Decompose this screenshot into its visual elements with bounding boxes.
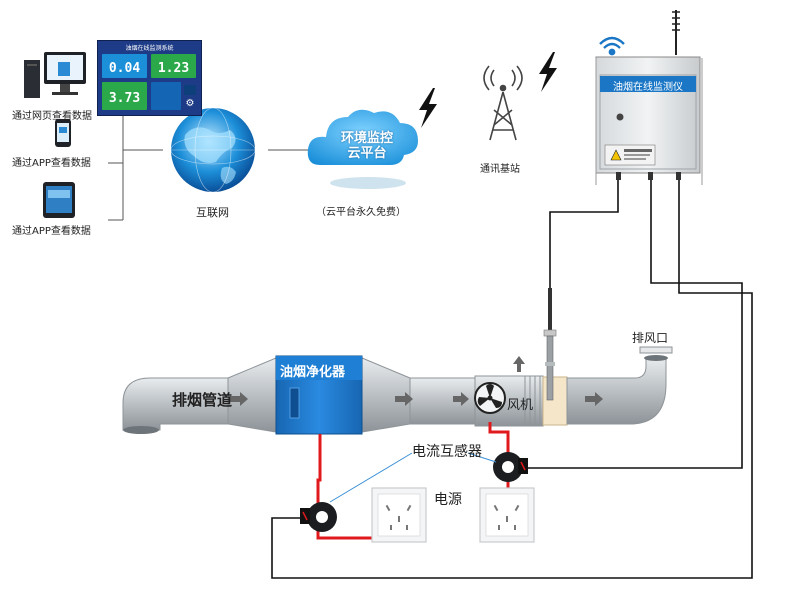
status-panel bbox=[151, 82, 181, 110]
fan-label: 风机 bbox=[507, 398, 534, 413]
cloud-title-line2: 云平台 bbox=[347, 146, 387, 161]
wifi-icon bbox=[599, 36, 625, 56]
reading-value-3: 3.73 bbox=[108, 91, 141, 106]
smartphone-icon bbox=[55, 119, 71, 147]
tower-label: 通讯基站 bbox=[480, 164, 520, 175]
reading-tile-1: 0.04 bbox=[102, 54, 147, 78]
current-transformer-right bbox=[493, 452, 528, 482]
globe-icon bbox=[170, 107, 256, 193]
cloud-title-line1: 环境监控 bbox=[340, 131, 393, 146]
cloud-title: 环境监控 云平台 bbox=[322, 131, 412, 161]
current-transformer-label: 电流互感器 bbox=[412, 444, 482, 460]
reading-value-2: 1.23 bbox=[157, 61, 190, 76]
cloud-note: （云平台永久免费） bbox=[316, 207, 406, 218]
current-transformer-left bbox=[300, 502, 337, 532]
power-socket-left bbox=[371, 487, 427, 543]
transformer-callout bbox=[329, 452, 497, 503]
chart-thumbnail bbox=[184, 85, 196, 95]
exhaust-duct bbox=[122, 346, 673, 434]
internet-label: 互联网 bbox=[196, 206, 229, 219]
desktop-computer-icon bbox=[24, 52, 86, 98]
tablet-icon bbox=[43, 182, 75, 218]
screen-title: 油烟在线监测系统 bbox=[125, 45, 174, 52]
monitor-box-label: 油烟在线监测仪 bbox=[613, 82, 683, 93]
monitor-box bbox=[595, 10, 703, 185]
sampling-probe bbox=[543, 288, 557, 401]
reading-value-1: 0.04 bbox=[108, 61, 141, 76]
cloud-icon bbox=[307, 109, 418, 189]
power-socket-right bbox=[479, 487, 535, 543]
viewer-label-app-tablet: 通过APP查看数据 bbox=[12, 226, 91, 237]
exhaust-outlet-label: 排风口 bbox=[632, 331, 669, 345]
fan-icon bbox=[474, 382, 506, 414]
purifier-label: 油烟净化器 bbox=[280, 365, 346, 380]
gear-icon: ⚙ bbox=[185, 98, 195, 109]
signal-wires bbox=[271, 180, 753, 579]
duct-label: 排烟管道 bbox=[172, 391, 233, 409]
power-label: 电源 bbox=[434, 492, 462, 508]
wireless-signal-icon bbox=[419, 52, 557, 128]
reading-tile-3: 3.73 bbox=[102, 82, 147, 110]
reading-tile-2: 1.23 bbox=[151, 54, 196, 78]
monitor-screen: 油烟在线监测系统 0.04 1.23 3.73 ⚙ bbox=[97, 40, 202, 116]
viewer-label-web: 通过网页查看数据 bbox=[12, 111, 92, 122]
oil-fume-purifier bbox=[275, 355, 363, 435]
signal-tower-icon bbox=[483, 65, 523, 141]
viewer-label-app-phone: 通过APP查看数据 bbox=[12, 158, 91, 169]
